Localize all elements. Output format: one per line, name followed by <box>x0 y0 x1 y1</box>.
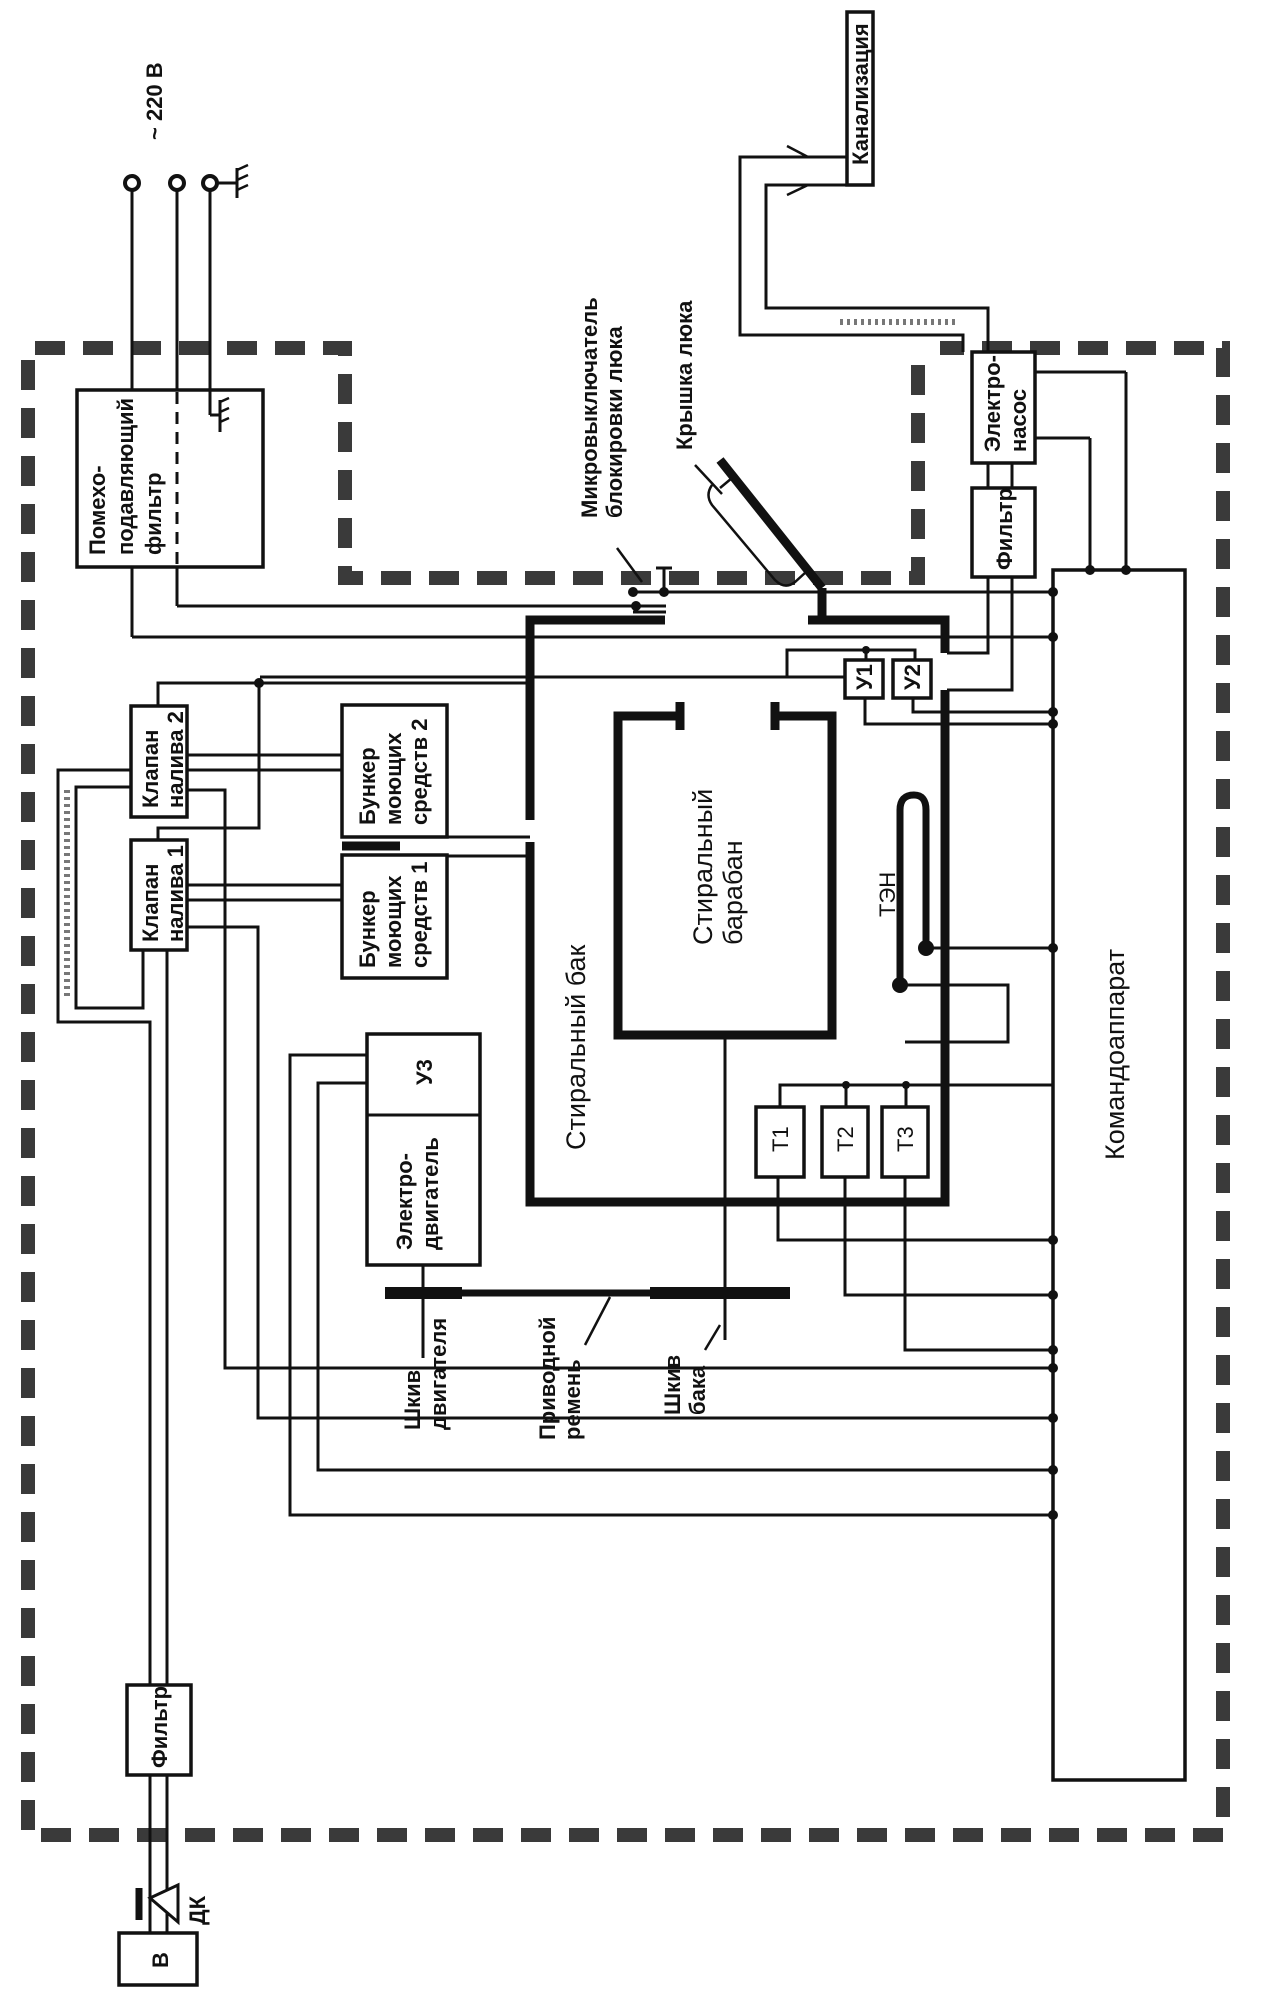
noise-filter-line2: подавляющий <box>113 398 138 555</box>
motor-assembly: У3 Электро- двигатель <box>288 1032 1053 1517</box>
motor-label-line2: двигатель <box>418 1137 443 1250</box>
heater-label: ТЭН <box>875 872 900 917</box>
water-supply-label: В <box>148 1952 173 1968</box>
drum-label-line2: барабан <box>718 840 748 945</box>
ground-icon <box>210 396 230 432</box>
motor-pulley-line2: двигателя <box>426 1318 451 1430</box>
tub-pulley-line2: бака <box>685 1365 710 1415</box>
bunker-1-line2: моющих <box>381 875 406 968</box>
water-inlet: Фильтр ДК В <box>117 1683 210 1987</box>
pressure-valve-icon <box>135 1882 180 1926</box>
tub-label: Стиральный бак <box>561 944 591 1150</box>
temp-sensor-1-label: Т1 <box>768 1126 793 1152</box>
bunker-1-line1: Бункер <box>355 890 380 968</box>
bunker-2-line2: моющих <box>381 732 406 825</box>
temp-sensor-3-label: Т3 <box>893 1126 918 1152</box>
heater: ТЭН <box>875 791 1053 1044</box>
temperature-sensors: Т1 Т2 Т3 <box>754 1081 1053 1352</box>
drive-belt-line1: Приводной <box>535 1317 560 1440</box>
ground-icon <box>217 163 249 198</box>
level-sensor-2-label: У2 <box>900 664 925 690</box>
detergent-bunkers: Бункер моющих средств 2 Бункер моющих ср… <box>340 703 530 980</box>
drain-hose: Канализация <box>738 10 990 352</box>
microswitch-label-line1: Микровыключатель <box>577 297 602 518</box>
terminal-neutral <box>168 174 186 192</box>
level-sensor-1-label: У1 <box>852 664 877 690</box>
noise-filter: Помехо- подавляющий фильтр <box>75 388 633 639</box>
fill-valves: Клапан налива 2 Клапан налива 1 <box>56 678 1053 1685</box>
pump-label-line2: насос <box>1006 389 1031 452</box>
machine-boundary <box>21 341 1230 1842</box>
bunker-1-line3: средств 1 <box>407 862 432 968</box>
fill-valve-1-line2: налива 1 <box>163 845 188 942</box>
controller: Командоаппарат <box>633 565 1187 1782</box>
fill-valve-1-line1: Клапан <box>138 864 163 942</box>
door-lid: Крышка люка <box>672 300 827 618</box>
door-lock-microswitch: Микровыключатель блокировки люка <box>577 297 1053 614</box>
drum-label-line1: Стиральный <box>688 789 718 945</box>
pump-label-line1: Электро- <box>980 355 1005 452</box>
bunker-2-line1: Бункер <box>355 747 380 825</box>
drain-filter-label: Фильтр <box>992 488 1017 570</box>
noise-filter-line1: Помехо- <box>85 465 110 555</box>
fill-valve-2-line1: Клапан <box>138 730 163 808</box>
drain-filter: Фильтр <box>947 486 1037 692</box>
wash-drum: Стиральный барабан <box>613 702 837 1340</box>
drain-pump: Электро- насос <box>970 350 1128 570</box>
noise-filter-line3: фильтр <box>141 472 166 555</box>
terminal-phase <box>123 174 141 192</box>
belt-drive: Шкив двигателя Приводной ремень Шкив бак… <box>385 1265 790 1440</box>
bunker-2-line3: средств 2 <box>407 719 432 825</box>
tub-pulley-line1: Шкив <box>660 1355 685 1415</box>
level-sensors: У1 У2 <box>260 646 1053 726</box>
drive-belt-line2: ремень <box>560 1359 585 1440</box>
pressure-valve-label: ДК <box>185 1895 210 1925</box>
power-label: ~ 220 В <box>142 62 167 140</box>
power-input: ~ 220 В <box>123 62 249 420</box>
microswitch-label-line2: блокировки люка <box>602 325 627 518</box>
temp-sensor-2-label: Т2 <box>833 1126 858 1152</box>
controller-label: Командоаппарат <box>1100 949 1130 1160</box>
drain-label: Канализация <box>848 23 873 165</box>
motor-pulley-line1: Шкив <box>400 1370 425 1430</box>
speed-sensor-label: У3 <box>412 1059 437 1085</box>
fill-valve-2-line2: налива 2 <box>163 711 188 808</box>
motor-label-line1: Электро- <box>392 1153 417 1250</box>
door-lid-label: Крышка люка <box>672 300 697 450</box>
terminal-ground <box>201 174 219 192</box>
inlet-filter-label: Фильтр <box>147 1686 172 1768</box>
wash-tub: Стиральный бак <box>525 615 950 1207</box>
